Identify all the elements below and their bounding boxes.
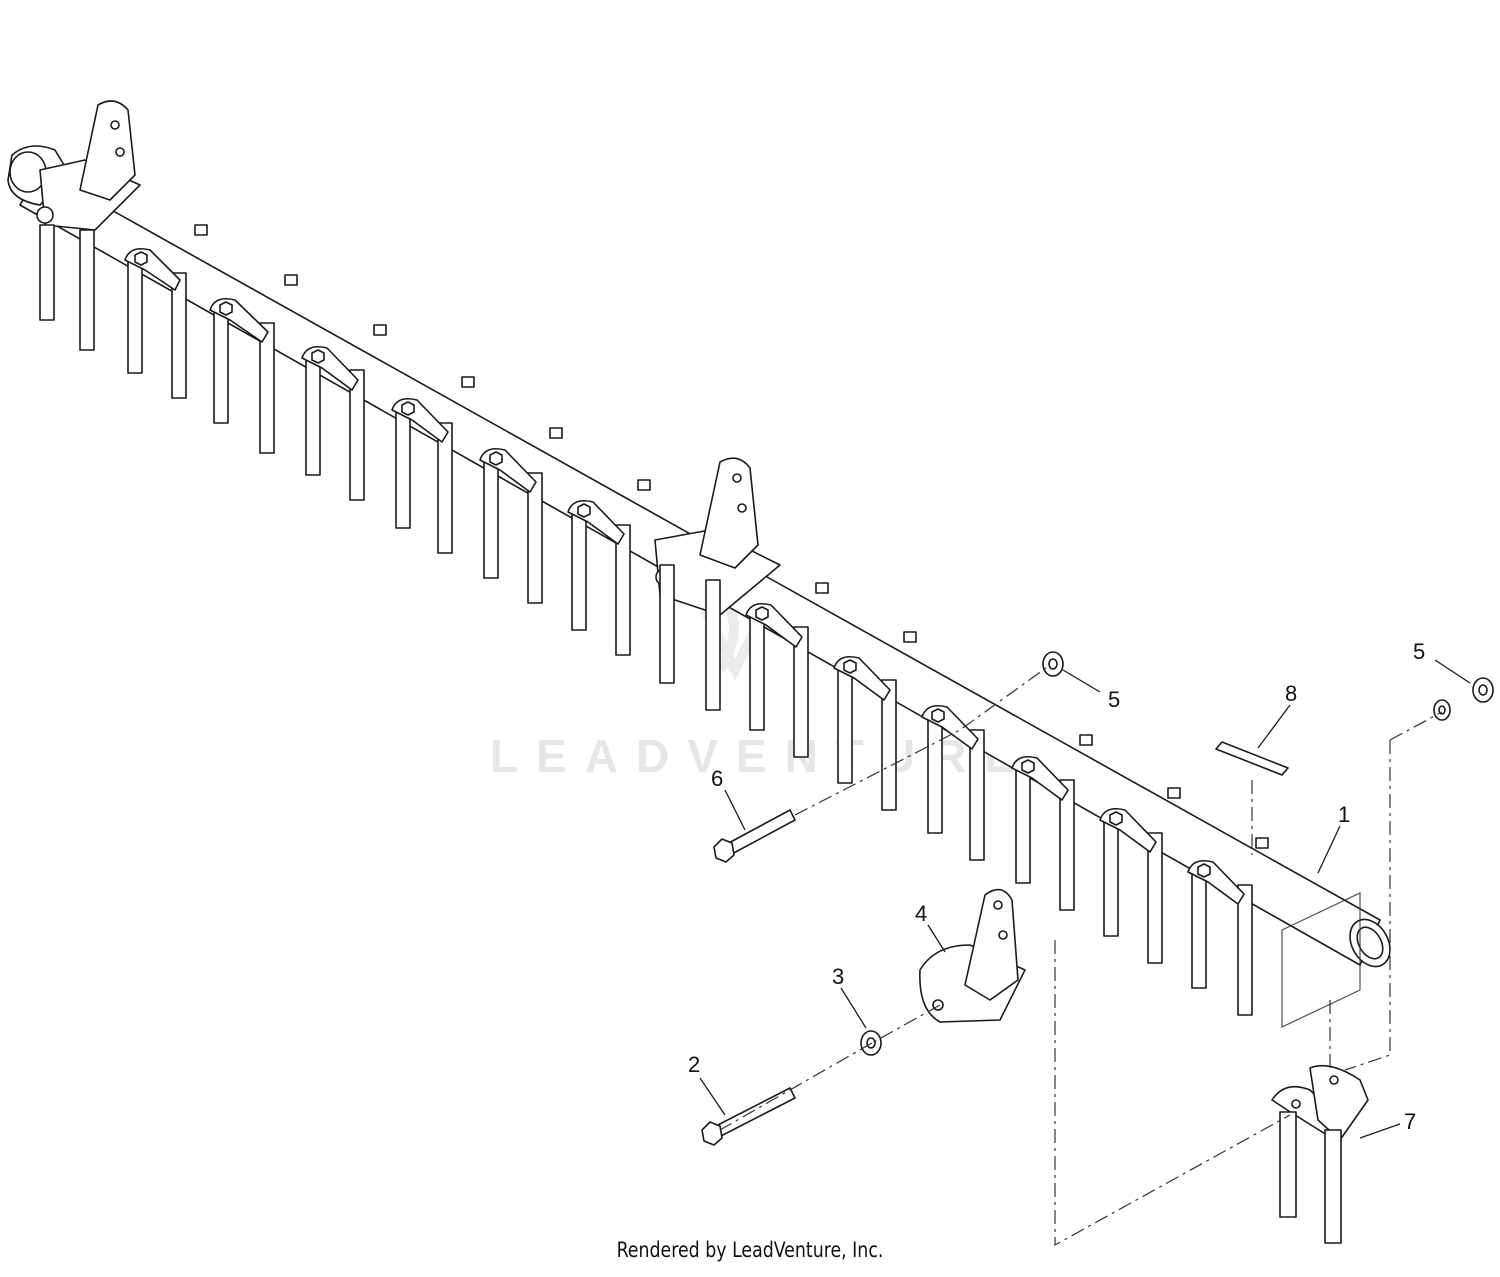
callout-4: 4 — [915, 901, 927, 926]
bracket-part — [919, 888, 1026, 1023]
rear-nuts — [194, 224, 1269, 849]
shaft-callout-box — [1281, 892, 1361, 1028]
callout-2: 2 — [688, 1052, 700, 1077]
watermark-text: LEADVENTURE — [490, 730, 1033, 782]
callout-5b: 5 — [1413, 639, 1425, 664]
assembly-lines — [719, 664, 1443, 1247]
nut-parts — [1042, 651, 1494, 721]
callout-1: 1 — [1338, 802, 1350, 827]
callout-7: 7 — [1404, 1109, 1416, 1134]
callout-5a: 5 — [1108, 687, 1120, 712]
footer-credit: Rendered by LeadVenture, Inc. — [616, 1238, 884, 1262]
bolt-part — [713, 809, 796, 863]
middle-collar — [654, 457, 781, 616]
leader-lines — [699, 659, 1471, 1139]
tine-assembly-part — [1271, 1064, 1369, 1244]
long-bolt — [701, 1087, 796, 1146]
callout-8: 8 — [1285, 681, 1297, 706]
callout-6: 6 — [711, 766, 723, 791]
tines — [39, 224, 1253, 1016]
left-collar — [7, 100, 141, 231]
key-part — [1215, 741, 1289, 776]
tine-brackets — [124, 247, 1245, 905]
callout-3: 3 — [832, 964, 844, 989]
callouts: 1 2 3 4 5 5 6 7 8 — [688, 639, 1425, 1134]
